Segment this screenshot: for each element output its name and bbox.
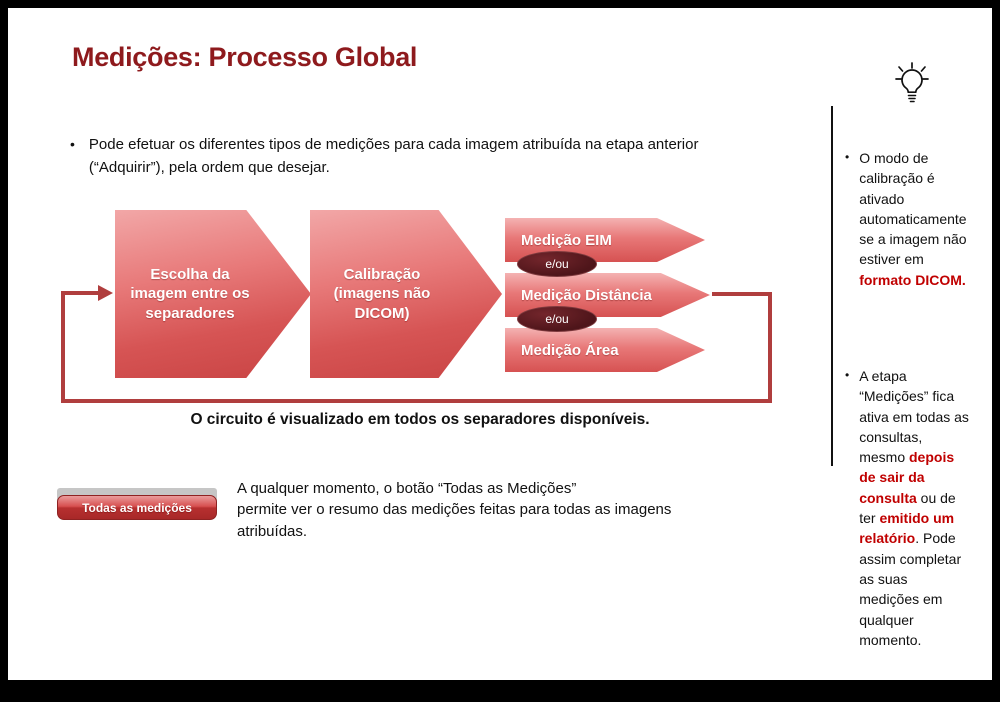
measurement-arrow-area: Medição Área [505,328,705,372]
todas-as-medicoes-button[interactable]: Todas as medições [57,495,217,520]
note-text: . Pode assim completar as suas medições … [859,530,962,648]
measurement-label: Medição Distância [521,286,652,304]
measurement-label: Medição Área [521,341,619,359]
note-text-highlight: depois de sair da consulta [859,449,955,506]
sidebar-note-text: O modo de calibração é ativado automatic… [859,148,971,290]
sidebar-note-text: A etapa “Medições” fica ativa em todas a… [859,366,971,650]
lightbulb-icon [895,62,929,103]
note-text-highlight: emitido um relatório [859,510,955,547]
and-or-connector: e/ou [517,306,597,332]
step-label: Calibração (imagens não DICOM) [333,265,431,322]
measurement-label: Medição EIM [521,231,612,249]
note-text: O modo de calibração é ativado automatic… [859,150,967,268]
note-text: A etapa “Medições” fica ativa em todas a… [859,368,969,466]
bullet-glyph: • [70,136,75,152]
diagram-caption: O circuito é visualizado em todos os sep… [190,411,650,428]
intro-bullet: • Pode efetuar os diferentes tipos de me… [70,134,840,179]
connector-label: e/ou [545,312,569,326]
bullet-glyph: • [845,150,850,164]
button-screenshot: Todas as medições [57,488,217,521]
bullet-glyph: • [845,368,850,382]
note-text: ou de ter [859,489,956,527]
loop-arrow [61,285,772,403]
and-or-connector: e/ou [517,251,597,277]
arrowhead-icon [98,285,113,301]
sidebar-note-measurements-stage: • A etapa “Medições” fica ativa em todas… [845,366,987,650]
note-text-highlight: formato DICOM. [859,271,966,288]
page-title: Medições: Processo Global [72,42,418,72]
sidebar-note-calibration: • O modo de calibração é ativado automat… [845,148,987,290]
sidebar-divider [831,106,833,466]
step-label: Escolha da imagem entre os separadores [130,265,250,322]
button-description: A qualquer momento, o botão “Todas as Me… [237,480,672,540]
connector-label: e/ou [545,257,569,271]
intro-text: Pode efetuar os diferentes tipos de medi… [88,136,699,176]
